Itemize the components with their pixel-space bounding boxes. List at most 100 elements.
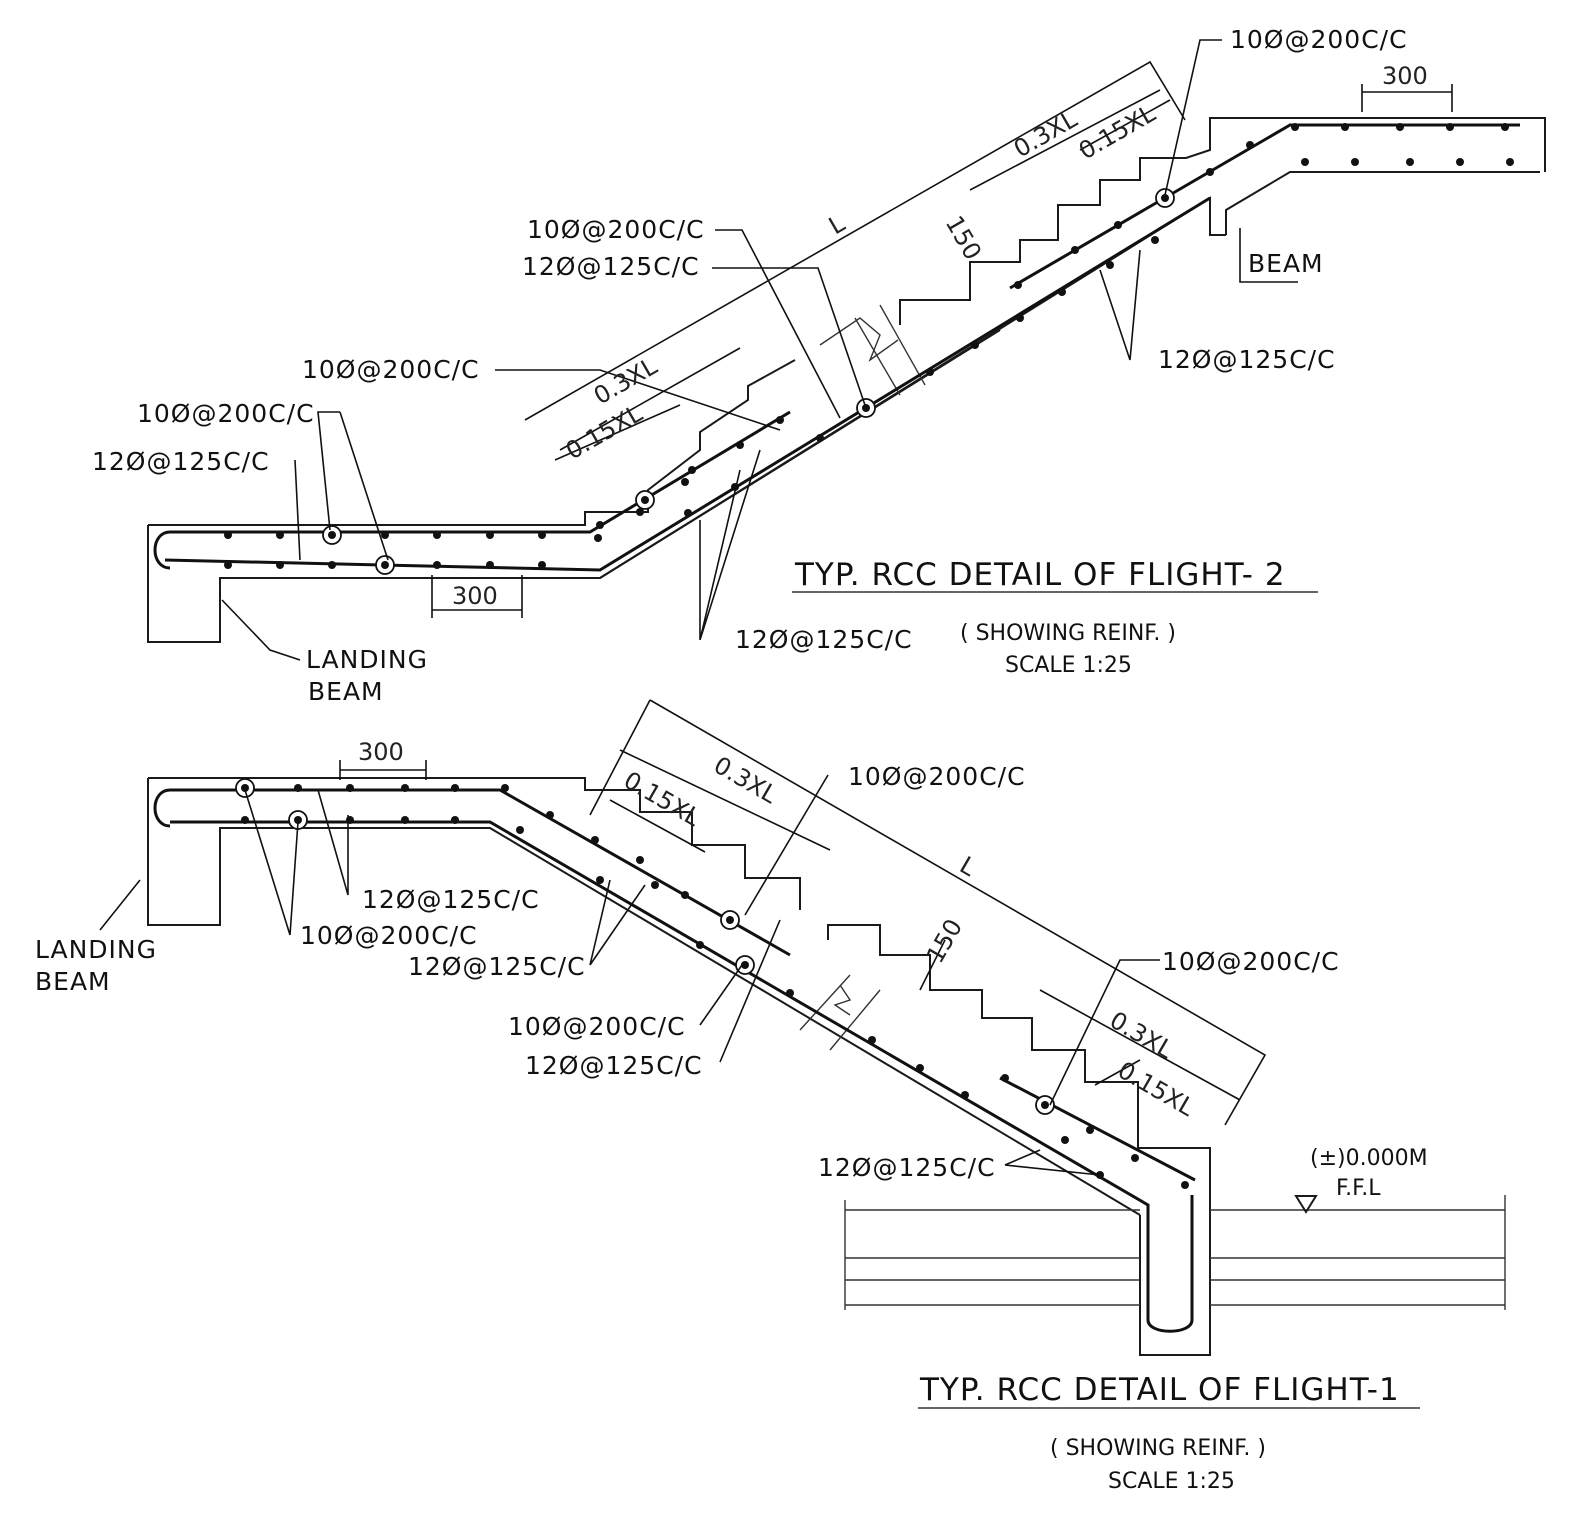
rebar-dot	[961, 1091, 969, 1099]
flight2-label-landing-beam: BEAM	[308, 677, 384, 706]
rebar-dot	[926, 368, 934, 376]
flight1-ffl: F.F.L	[1336, 1176, 1381, 1201]
flight1-label-left-12: 12Ø@125C/C	[362, 885, 540, 914]
rebar-dot	[381, 561, 389, 569]
rebar-dot	[1181, 1181, 1189, 1189]
rebar-dot	[294, 816, 302, 824]
rebar-dot	[786, 989, 794, 997]
rebar-dot	[294, 784, 302, 792]
rebar-dot	[1506, 158, 1514, 166]
flight1-bar-dots	[235, 778, 1189, 1189]
rebar-dot	[1041, 1101, 1049, 1109]
rebar-dot	[816, 434, 824, 442]
rebar-dot	[971, 341, 979, 349]
flight2-bottom-bar	[164, 196, 1211, 572]
flight1-label-mid-10: 10Ø@200C/C	[508, 1012, 686, 1041]
ffl-level-marker-icon	[1294, 1195, 1318, 1214]
rebar-dot	[433, 561, 441, 569]
flight2-label-top-right: 10Ø@200C/C	[1230, 25, 1408, 54]
flight2-landing-slab	[147, 329, 1001, 643]
rebar-dot	[1406, 158, 1414, 166]
rebar-dot	[1301, 158, 1309, 166]
rebar-dot	[596, 521, 604, 529]
flight2-break	[819, 304, 926, 396]
flight2-dim-300-top: 300	[1382, 62, 1428, 90]
flight1-dim-150: 150	[921, 914, 968, 968]
flight1-dim-0-15xl-top: 0.15XL	[619, 766, 706, 832]
flight1-label-right-10: 10Ø@200C/C	[1162, 947, 1340, 976]
rebar-dot	[546, 811, 554, 819]
flight2-dim-0-3xl-top: 0.3XL	[1009, 105, 1082, 164]
flight2-top-bar	[153, 123, 1520, 570]
flight1-dim-300: 300	[358, 738, 404, 766]
flight1-leaders	[99, 774, 1160, 1176]
rebar-dot	[916, 1064, 924, 1072]
rebar-dot	[1291, 123, 1299, 131]
rebar-dot	[1086, 1126, 1094, 1134]
rebar-dot	[1058, 288, 1066, 296]
flight2-label-mid-12: 12Ø@125C/C	[522, 252, 700, 281]
flight1-level: (±)0.000M	[1310, 1146, 1428, 1171]
flight2-dim-300-bottom: 300	[452, 582, 498, 610]
rebar-dot	[241, 784, 249, 792]
rebar-dot	[636, 508, 644, 516]
rebar-dot	[684, 509, 692, 517]
rebar-dot	[501, 784, 509, 792]
flight2-title: TYP. RCC DETAIL OF FLIGHT- 2	[794, 557, 1286, 593]
flight2-label-beam: BEAM	[1248, 249, 1324, 278]
rebar-dot	[516, 826, 524, 834]
rebar-dot	[1014, 281, 1022, 289]
rebar-dot	[328, 531, 336, 539]
flight2-detail: 10Ø@200C/C 300 0.3XL 0.15XL L 150 BEAM 1…	[92, 25, 1546, 706]
rebar-dot	[681, 478, 689, 486]
flight1-dim-0-3xl-bottom: 0.3XL	[1105, 1006, 1178, 1065]
rebar-dot	[696, 941, 704, 949]
flight2-dimensions	[431, 60, 1453, 618]
flight1-label-top-10: 10Ø@200C/C	[848, 762, 1026, 791]
rebar-dot	[1131, 1154, 1139, 1162]
rebar-dot	[241, 816, 249, 824]
rebar-dot	[1446, 123, 1454, 131]
flight1-dim-0-15xl-bottom: 0.15XL	[1113, 1056, 1200, 1122]
flight1-dim-0-3xl-top: 0.3XL	[709, 751, 782, 810]
rebar-dot	[596, 876, 604, 884]
flight1-landing-slab	[147, 777, 1211, 1356]
rebar-dot	[381, 531, 389, 539]
flight1-detail: 300 0.3XL 0.15XL 10Ø@200C/C L LANDING BE…	[35, 699, 1506, 1494]
rebar-dot	[776, 416, 784, 424]
flight2-label-bottom-12: 12Ø@125C/C	[735, 625, 913, 654]
rebar-dot	[451, 816, 459, 824]
flight2-label-right-12: 12Ø@125C/C	[1158, 345, 1336, 374]
flight2-waist	[599, 171, 1540, 579]
flight1-label-landing: LANDING	[35, 935, 157, 964]
flight2-label-mid-10: 10Ø@200C/C	[527, 215, 705, 244]
rebar-dot	[401, 784, 409, 792]
rebar-dot	[594, 534, 602, 542]
rebar-dot	[741, 961, 749, 969]
flight2-scale: SCALE 1:25	[1005, 653, 1132, 678]
flight1-scale: SCALE 1:25	[1108, 1469, 1235, 1494]
rebar-dot	[538, 531, 546, 539]
rebar-dot	[688, 466, 696, 474]
flight2-label-landing: LANDING	[306, 645, 428, 674]
rebar-dot	[276, 531, 284, 539]
flight2-label-left-10b: 10Ø@200C/C	[137, 399, 315, 428]
flight1-break	[799, 974, 881, 1051]
flight1-bottom-bar	[170, 820, 1194, 1333]
rebar-dot	[1246, 141, 1254, 149]
flight1-dimensions	[339, 699, 1267, 1126]
rebar-dot	[1341, 123, 1349, 131]
flight2-dim-0-3xl-bottom: 0.3XL	[589, 352, 662, 411]
rebar-dot	[1151, 236, 1159, 244]
rebar-dot	[451, 784, 459, 792]
rebar-dot	[1456, 158, 1464, 166]
rebar-dot	[328, 561, 336, 569]
rebar-dot	[1501, 123, 1509, 131]
rebar-dot	[1114, 221, 1122, 229]
rebar-dot	[224, 561, 232, 569]
flight2-label-left-12: 12Ø@125C/C	[92, 447, 270, 476]
flight1-label-bottom-12: 12Ø@125C/C	[818, 1153, 996, 1182]
rebar-dot	[346, 784, 354, 792]
rebar-dot	[1396, 123, 1404, 131]
